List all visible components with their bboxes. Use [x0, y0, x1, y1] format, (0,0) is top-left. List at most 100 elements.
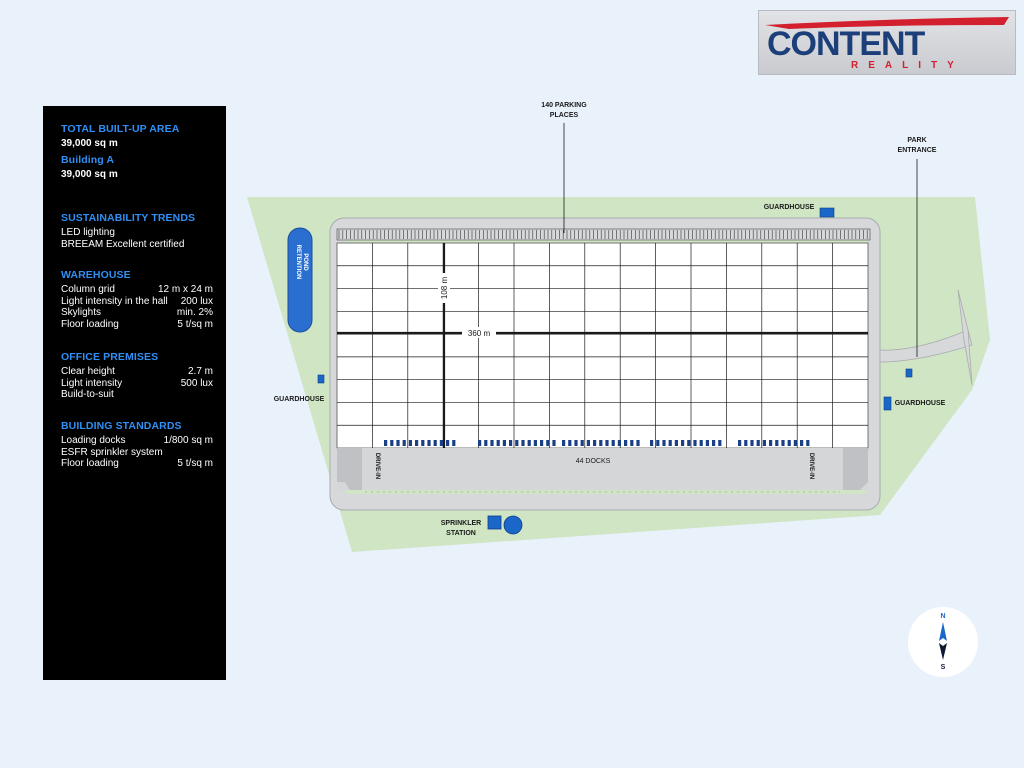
parking-strip [336, 228, 871, 241]
guardhouse-east [883, 396, 892, 411]
retention-pond-label-2: POND [302, 253, 308, 271]
row-label: 39,000 sq m [61, 169, 118, 180]
parking-label-2: PLACES [550, 112, 579, 119]
dock-door [580, 440, 584, 446]
height-label: 108 m [440, 277, 449, 300]
compass-north-label: N [940, 613, 945, 620]
dock-door [681, 440, 685, 446]
info-row: Build-to-suit [61, 389, 213, 401]
row-label: Build-to-suit [61, 389, 114, 400]
row-value: 5 t/sq m [177, 458, 213, 469]
row-label: Light intensity in the hall [61, 295, 168, 307]
info-row: Clear height 2.7 m [61, 366, 213, 378]
dock-door [402, 440, 406, 446]
dock-door [408, 440, 412, 446]
section-sustainability: SUSTAINABILITY TRENDS LED lighting BREEA… [61, 212, 213, 250]
dock-door [668, 440, 672, 446]
dock-door [446, 440, 450, 446]
dock-door [806, 440, 810, 446]
dock-door [527, 440, 531, 446]
dock-door [533, 440, 537, 446]
dock-door [744, 440, 748, 446]
row-label: ESFR sprinkler system [61, 446, 163, 458]
guardhouse-west-label: GUARDHOUSE [274, 396, 325, 403]
park-entrance-label-2: ENTRANCE [898, 147, 937, 154]
dock-door [800, 440, 804, 446]
row-label: Clear height [61, 366, 115, 377]
dock-door [593, 440, 597, 446]
section-total-area: TOTAL BUILT-UP AREA 39,000 sq m [61, 123, 213, 150]
logo-sub-text: REALITY [851, 60, 964, 71]
row-value: min. 2% [176, 307, 213, 318]
row-label: Column grid [61, 284, 115, 295]
dock-door [509, 440, 513, 446]
row-value: 1/800 sq m [163, 435, 213, 446]
parking-spaces [338, 230, 868, 239]
retention-pond [287, 227, 313, 333]
section-title: BUILDING STANDARDS [61, 420, 182, 432]
drive-in-label-left: DRIVE-IN [374, 453, 380, 479]
dock-door [630, 440, 634, 446]
dock-door [674, 440, 678, 446]
dock-door [415, 440, 419, 446]
dock-door [427, 440, 431, 446]
dock-door [750, 440, 754, 446]
dock-door [396, 440, 400, 446]
dock-door [699, 440, 703, 446]
section-office: OFFICE PREMISES Clear height 2.7 m Light … [61, 351, 213, 401]
entrance-road [879, 329, 973, 363]
sprinkler-label-1: SPRINKLER [441, 520, 481, 527]
section-standards: BUILDING STANDARDS Loading docks 1/800 sq… [61, 420, 213, 470]
loading-docks [384, 440, 810, 446]
entrance-gate-road [957, 289, 973, 386]
row-label: Skylights [61, 307, 102, 318]
dock-door [484, 440, 488, 446]
logo-swoosh [765, 17, 1009, 29]
entrance-gate-booth [905, 368, 913, 378]
dock-door [452, 440, 456, 446]
dock-door [390, 440, 394, 446]
dock-door [705, 440, 709, 446]
dock-door [662, 440, 666, 446]
dock-door [624, 440, 628, 446]
dock-door [617, 440, 621, 446]
retention-pond-label-1: RETENTION [295, 245, 301, 280]
dock-door [781, 440, 785, 446]
row-label: 39,000 sq m [61, 138, 118, 149]
info-row: Skylights min. 2% [61, 307, 213, 319]
dock-door [775, 440, 779, 446]
section-title: OFFICE PREMISES [61, 351, 159, 363]
dock-door [521, 440, 525, 446]
dock-door [546, 440, 550, 446]
dock-door [574, 440, 578, 446]
dock-door [787, 440, 791, 446]
dock-door [738, 440, 742, 446]
dock-door [496, 440, 500, 446]
guardhouse-west [317, 374, 325, 384]
guardhouse-north-label: GUARDHOUSE [764, 204, 815, 211]
dock-door [384, 440, 388, 446]
info-row: BREEAM Excellent certified [61, 239, 213, 251]
height-label-bg [438, 273, 450, 303]
dock-door [478, 440, 482, 446]
dock-door [490, 440, 494, 446]
info-row: LED lighting [61, 227, 213, 239]
section-building-a: Building A 39,000 sq m [61, 154, 213, 181]
row-value: 200 lux [180, 295, 213, 307]
row-label: Loading docks [61, 435, 126, 446]
dock-door [712, 440, 716, 446]
row-value: 500 lux [180, 377, 213, 389]
logo-main-text: CONTENT [767, 25, 926, 63]
row-value: 2.7 m [187, 366, 213, 377]
dock-door [562, 440, 566, 446]
dock-door [433, 440, 437, 446]
dock-door [552, 440, 556, 446]
drive-in-ramp-right [843, 448, 868, 490]
warehouse-building [336, 242, 869, 449]
dock-door [515, 440, 519, 446]
dock-door [793, 440, 797, 446]
